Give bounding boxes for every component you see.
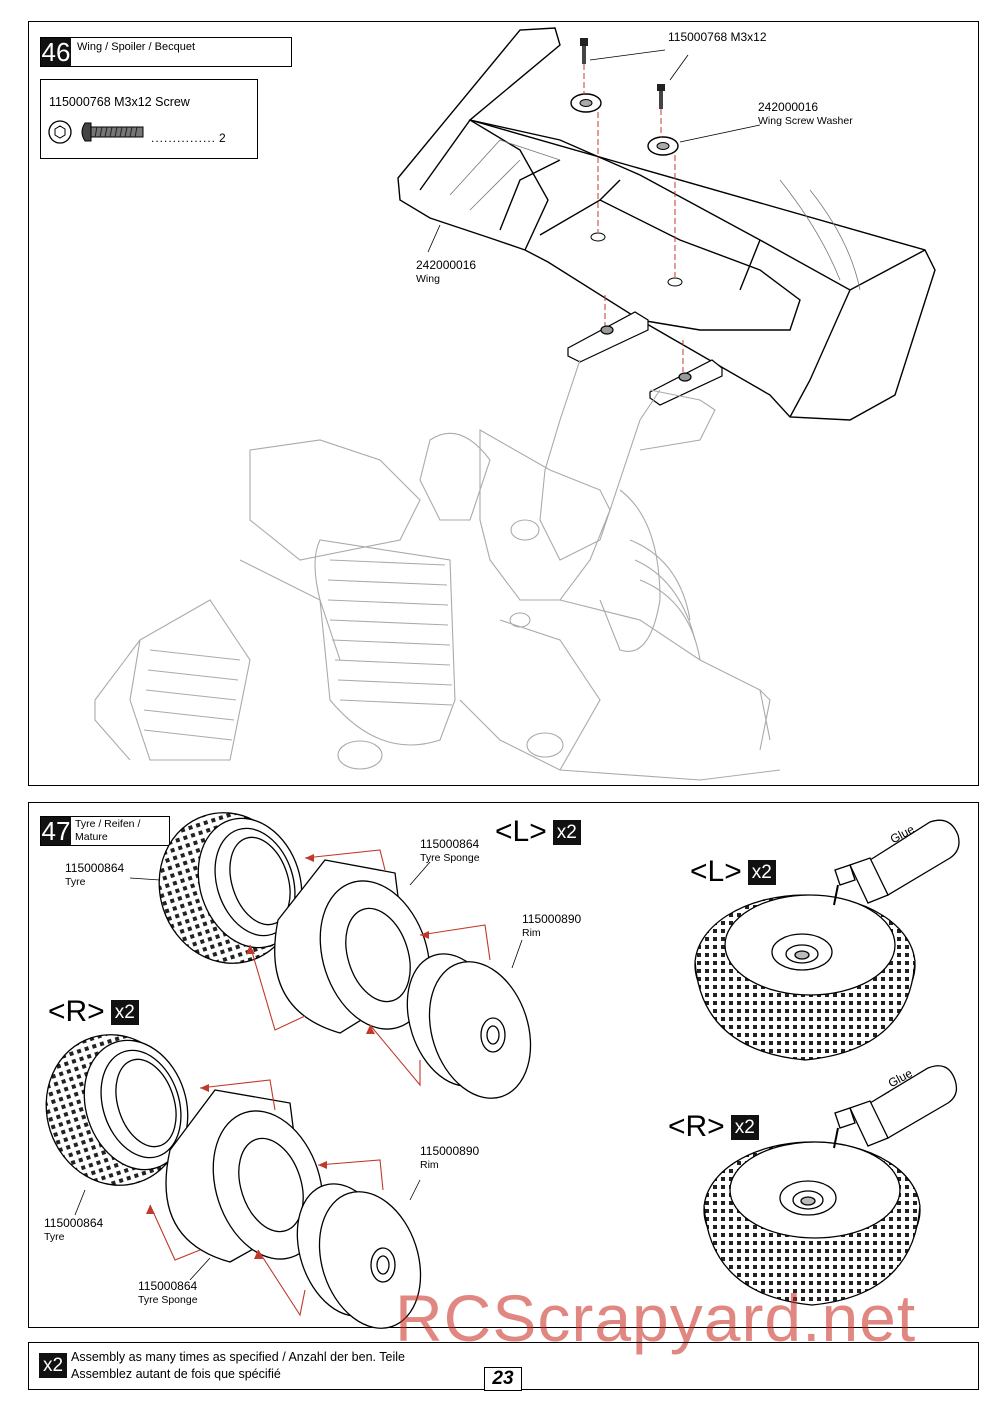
rim-top-name: Rim xyxy=(522,926,541,939)
tyre-bottom-callout: 115000864 Tyre xyxy=(44,1216,104,1243)
right-top-side-marker: <L> x2 xyxy=(690,857,776,887)
wing-code: 242000016 xyxy=(416,258,477,272)
rim-top-callout: 115000890 Rim xyxy=(522,912,582,939)
wing-drawing xyxy=(397,27,936,421)
rim-top xyxy=(406,953,532,1099)
step-46-number: 46 xyxy=(41,36,71,67)
sponge-bottom xyxy=(165,1089,324,1263)
screw-callout: 115000768 M3x12 xyxy=(668,30,767,44)
footer-multiplier: x2 xyxy=(39,1353,68,1378)
top-multiplier: x2 xyxy=(552,819,581,845)
glue-bottle-bottom-icon xyxy=(833,1065,958,1149)
washer-callout: 242000016 Wing Screw Washer xyxy=(758,100,853,127)
bottom-side-label: <R> xyxy=(48,995,105,1028)
footer-line1: Assembly as many times as specified / An… xyxy=(71,1350,405,1364)
right-top-multiplier: x2 xyxy=(747,859,776,885)
sponge-bottom-code: 115000864 xyxy=(138,1279,198,1293)
parts-box: 115000768 M3x12 Screw ............... 2 xyxy=(40,79,258,159)
rim-top-code: 115000890 xyxy=(522,912,582,926)
parts-box-dots: ............... xyxy=(151,131,217,145)
step-47-title: Tyre / Reifen / Mature xyxy=(71,817,144,845)
tyre-top xyxy=(158,812,303,964)
assembled-wheel-top xyxy=(694,894,916,1061)
step-47-header: 47 Tyre / Reifen / Mature xyxy=(40,816,170,846)
tyre-top-name: Tyre xyxy=(65,875,86,888)
tyre-top-callout: 115000864 Tyre xyxy=(65,861,125,888)
sponge-top-callout: 115000864 Tyre Sponge xyxy=(420,837,480,864)
page-number: 23 xyxy=(484,1367,522,1391)
top-side-marker: <L> x2 xyxy=(495,817,581,847)
top-side-label: <L> xyxy=(495,815,547,848)
wing-name: Wing xyxy=(416,272,440,285)
right-bottom-side-label: <R> xyxy=(668,1110,725,1143)
tyre-bottom-code: 115000864 xyxy=(44,1216,104,1230)
screw-left xyxy=(580,38,588,64)
step-47-number: 47 xyxy=(41,815,71,846)
m3x12-screw-icon xyxy=(48,120,144,144)
rim-bottom-code: 115000890 xyxy=(420,1144,480,1158)
footer-line2: Assemblez autant de fois que spécifié xyxy=(71,1367,281,1381)
assembled-wheel-bottom xyxy=(703,1141,921,1306)
sponge-top-code: 115000864 xyxy=(420,837,480,851)
tyre-top-code: 115000864 xyxy=(65,861,125,875)
step-47-title-line1: Tyre / Reifen / xyxy=(75,818,141,830)
tyre-bottom xyxy=(45,1034,189,1186)
step-46-title: Wing / Spoiler / Becquet xyxy=(77,41,196,53)
parts-box-qty: 2 xyxy=(219,131,226,145)
right-top-side-label: <L> xyxy=(690,855,742,888)
rim-bottom-callout: 115000890 Rim xyxy=(420,1144,480,1171)
washer-code: 242000016 xyxy=(758,100,819,114)
sponge-bottom-name: Tyre Sponge xyxy=(138,1293,198,1306)
sponge-bottom-callout: 115000864 Tyre Sponge xyxy=(138,1279,198,1306)
tyre-bottom-name: Tyre xyxy=(44,1230,65,1243)
right-bottom-multiplier: x2 xyxy=(730,1114,759,1140)
right-bottom-side-marker: <R> x2 xyxy=(668,1112,759,1142)
bottom-multiplier: x2 xyxy=(110,999,139,1025)
chassis-drawing xyxy=(94,359,781,781)
step-47-title-line2: Mature xyxy=(75,831,108,844)
step-46-header: 46 Wing / Spoiler / Becquet xyxy=(40,37,292,67)
wing-callout: 242000016 Wing xyxy=(416,258,477,285)
parts-box-title: 115000768 M3x12 Screw xyxy=(49,95,190,109)
rim-bottom-name: Rim xyxy=(420,1158,439,1171)
sponge-top-name: Tyre Sponge xyxy=(420,851,480,864)
glue-bottle-top-icon xyxy=(833,819,960,906)
rim-bottom xyxy=(296,1183,422,1329)
washer-name: Wing Screw Washer xyxy=(758,114,853,127)
sponge-top xyxy=(274,859,431,1034)
bottom-side-marker: <R> x2 xyxy=(48,997,139,1027)
